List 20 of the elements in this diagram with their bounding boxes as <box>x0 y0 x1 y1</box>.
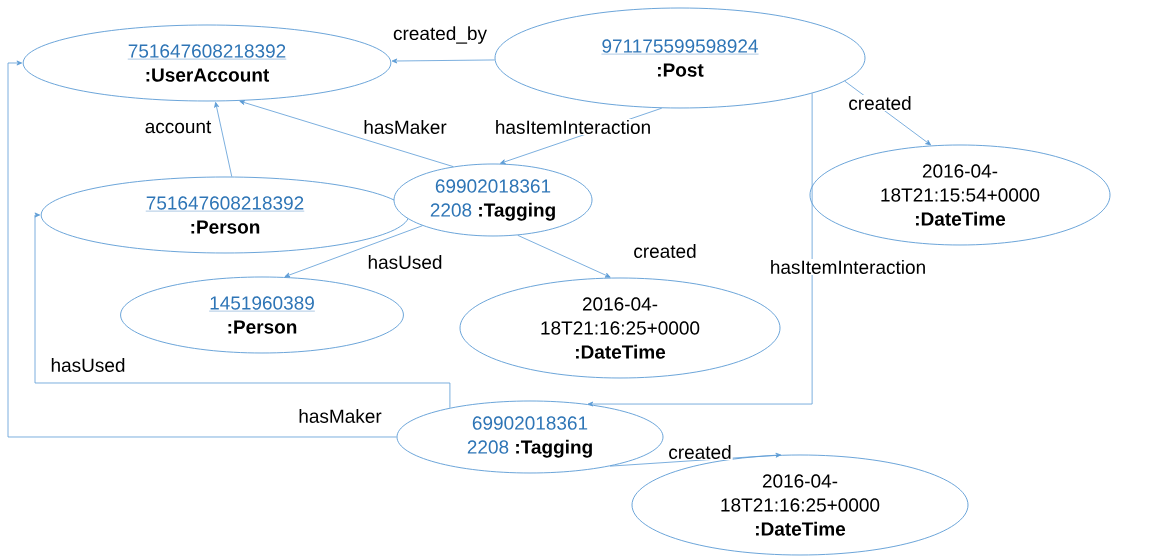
edge-label: hasUsed <box>366 254 444 270</box>
edge-label: hasItemInteraction <box>768 259 928 275</box>
arrow <box>517 234 611 278</box>
edge-label: hasMaker <box>297 408 383 424</box>
edge-label: hasMaker <box>362 119 448 135</box>
arrow <box>609 452 782 467</box>
edge-label: created <box>632 243 698 259</box>
arrow <box>7 60 397 438</box>
arrow <box>34 212 451 409</box>
arrow <box>284 225 423 278</box>
arrow <box>214 102 233 177</box>
arrow <box>239 100 454 167</box>
edge-label: hasUsed <box>49 357 127 373</box>
arrow <box>391 58 496 64</box>
edge-label: created <box>667 444 733 460</box>
edge-label: created_by <box>392 25 488 45</box>
edge-label: account <box>143 119 213 135</box>
edge-label: created <box>847 95 913 111</box>
edge-label: hasItemInteraction <box>493 119 653 135</box>
arrow <box>587 93 813 407</box>
